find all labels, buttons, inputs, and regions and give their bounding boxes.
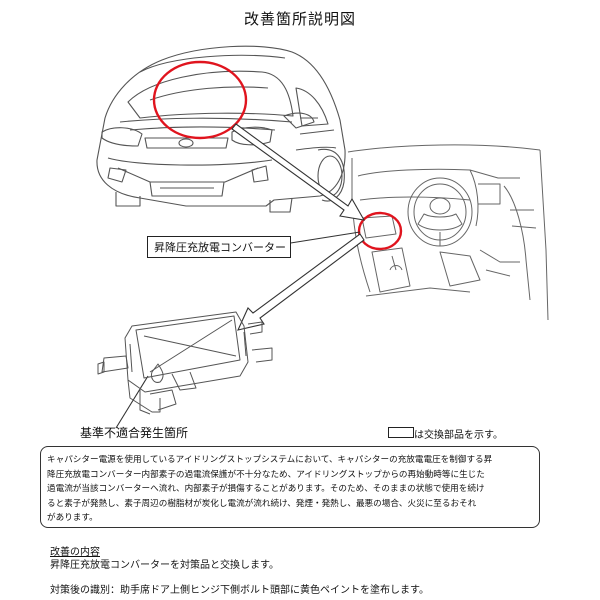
converter-label: 昇降圧充放電コンバーター <box>147 236 291 258</box>
description-box: キャパシター電源を使用しているアイドリングストップシステムにおいて、キャパシター… <box>40 446 540 528</box>
description-line: キャパシター電源を使用しているアイドリングストップシステムにおいて、キャパシター… <box>47 455 493 465</box>
improvement-title: 改善の内容 <box>50 547 100 558</box>
car-exterior-drawing <box>96 45 346 213</box>
description-line: ると素子が発熱し、素子周辺の樹脂材が炭化し電流が流れ続け、発煙・発熱し、最悪の場… <box>47 498 477 509</box>
description-line: 降圧充放電コンバーター内部素子の過電流保護が不十分なため、アイドリングストップか… <box>47 469 485 480</box>
legend-text: は交換部品を示す。 <box>414 430 503 441</box>
description-line: 過電流が当該コンバーターへ流れ、内部素子が損傷することがあります。そのため、その… <box>47 484 485 494</box>
interior-drawing <box>347 144 549 321</box>
page-title: 改善箇所説明図 <box>243 10 356 28</box>
description-line: があります。 <box>47 513 98 523</box>
defect-location-label: 基準不適合発生箇所 <box>80 426 189 440</box>
windshield-highlight-circle <box>152 60 248 140</box>
interior-highlight-circle <box>357 211 403 251</box>
callout-arrows <box>115 123 366 429</box>
replacement-part-legend-swatch <box>388 427 414 438</box>
marking-text: 対策後の識別：助手席ドア上側ヒンジ下側ボルト頭部に黄色ペイントを塗布します。 <box>50 585 429 596</box>
improvement-text: 昇降圧充放電コンバーターを対策品と交換します。 <box>50 560 279 571</box>
converter-drawing <box>97 311 273 415</box>
